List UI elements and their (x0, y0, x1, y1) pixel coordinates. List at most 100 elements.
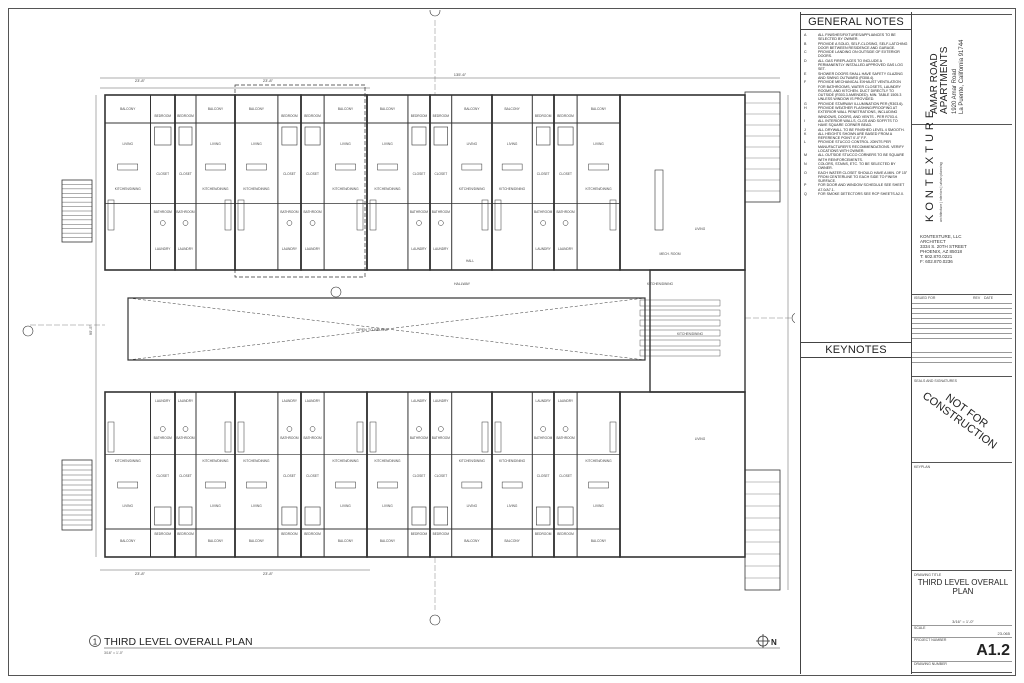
dining-table-icon (588, 163, 609, 171)
room-label: LAUNDRY (536, 399, 552, 403)
kitchen-counter-icon (237, 199, 245, 231)
room-label: BEDROOM (281, 114, 298, 118)
bed-icon (304, 506, 321, 526)
plan-title: THIRD LEVEL OVERALL PLAN (104, 636, 253, 648)
general-note-text: PROVIDE A SOLID, SELF-CLOSING, SELF-LATC… (818, 41, 908, 50)
room-label: LIVING (507, 142, 518, 146)
kitchen-counter-icon (107, 421, 115, 453)
dining-table-icon (377, 163, 398, 171)
room-label: BEDROOM (155, 532, 172, 536)
room-label: CLOSET (413, 474, 426, 478)
kitchen-counter-icon (494, 421, 502, 453)
room-label: LIVING (382, 504, 393, 508)
room-label: BALCONY (249, 539, 265, 543)
firm-city: PHOENIX, AZ 85018 (920, 249, 963, 254)
toilet-icon (540, 426, 546, 432)
kitchen-counter-icon (224, 421, 232, 453)
general-note-key: M (804, 153, 807, 158)
room-label: LIVING (251, 504, 262, 508)
room-label: BEDROOM (304, 532, 321, 536)
dim-bottom-left: 23'-8" (135, 571, 146, 576)
bed-icon (535, 126, 551, 146)
room-label: LIVING (123, 142, 134, 146)
room-label: BEDROOM (557, 114, 574, 118)
room-label: KITCHEN/DINING (499, 459, 526, 463)
room-label: KITCHEN/DINING (586, 459, 613, 463)
room-label: LAUNDRY (536, 247, 552, 251)
bed-icon (304, 126, 321, 146)
section-marker-icon (429, 614, 441, 626)
room-label: KITCHEN/DINING (115, 187, 142, 191)
firm-logo: KONTEXTURE (924, 106, 936, 222)
toilet-icon (160, 426, 166, 432)
dim-top-mid: 23'-8" (263, 78, 274, 83)
dining-table-icon (377, 481, 398, 489)
drawing-number-label: DRAWING NUMBER (914, 662, 947, 666)
room-label: LAUNDRY (178, 399, 194, 403)
stair-core (649, 269, 746, 393)
drawing-title: THIRD LEVEL OVERALL PLAN (917, 578, 1009, 596)
room-label: KITCHEN/DINING (115, 459, 142, 463)
room-label: KITCHEN/DINING (459, 459, 486, 463)
corridor-bay (639, 329, 721, 337)
bed-icon (535, 506, 551, 526)
firm-info: KONTEXTURE, LLC ARCHITECT 3334 S. 20TH S… (920, 234, 967, 264)
section-marker-icon (429, 10, 441, 17)
room-label: BALCONY (505, 107, 521, 111)
room-label: LIVING (593, 504, 604, 508)
open-to-below-label: OPEN TO BELOW (356, 328, 388, 332)
room-label: CLOSET (537, 474, 550, 478)
room-label: BEDROOM (411, 114, 428, 118)
room-label: BALCONY (380, 539, 396, 543)
room-label: LAUNDRY (305, 247, 321, 251)
room-label: BEDROOM (433, 532, 450, 536)
room-label: CLOSET (559, 172, 572, 176)
room-label: LIVING (467, 504, 478, 508)
firm-logo-block: KONTEXTURE architecture | interiors | ur… (924, 107, 943, 222)
room-label: LIVING (210, 142, 221, 146)
general-note-key: K (804, 131, 807, 136)
room-label: KITCHEN/DINING (374, 459, 401, 463)
bed-icon (557, 126, 574, 146)
not-for-construction-stamp: NOT FOR CONSTRUCTION (920, 389, 999, 452)
kitchen-counter-icon (609, 199, 617, 231)
room-label: CLOSET (156, 474, 169, 478)
room-label: LIVING (695, 437, 706, 441)
dining-table-icon (588, 481, 609, 489)
apartment-unit (429, 94, 493, 271)
title-block: AMAR ROAD APARTMENTS 1920 Amar Road La P… (910, 12, 1016, 674)
apartment-unit (104, 94, 176, 271)
section-marker-icon (22, 325, 34, 337)
room-label: LIVING (340, 142, 351, 146)
apartment-unit (174, 94, 236, 271)
general-note-key: D (804, 58, 807, 63)
corridor-bay (639, 319, 721, 327)
room-label: BATHROOM (556, 210, 575, 214)
section-marker-icon (791, 313, 795, 323)
kitchen-counter-icon (356, 199, 364, 231)
room-label: BATHROOM (280, 436, 299, 440)
dining-table-icon (335, 481, 356, 489)
room-label: BALCONY (591, 539, 607, 543)
plan-scale: 3/16" = 1'-0" (104, 651, 124, 655)
room-label: CLOSET (306, 474, 319, 478)
dining-table-icon (246, 481, 267, 489)
room-label: LAUNDRY (558, 247, 574, 251)
room-label: BATHROOM (176, 210, 195, 214)
toilet-icon (562, 426, 569, 432)
kitchen-counter-icon (107, 199, 115, 231)
general-note-text: FOR SMOKE DETECTORS SEE RCP SHEETS A2.0. (818, 191, 904, 196)
room-label: BEDROOM (535, 532, 552, 536)
date-label: DATE (984, 296, 994, 300)
kitchen-counter-icon (356, 421, 364, 453)
